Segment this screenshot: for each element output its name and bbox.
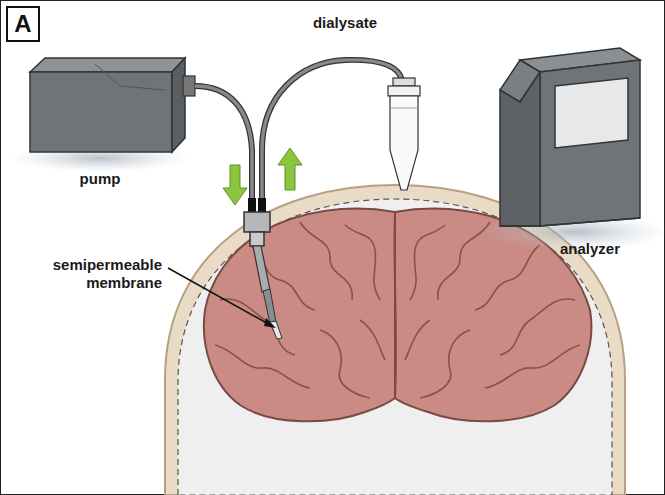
- panel-letter: A: [14, 10, 31, 38]
- part-label: pump: [70, 170, 130, 188]
- part-label: semipermeable membrane: [22, 256, 162, 292]
- part-label: analyzer: [545, 240, 635, 258]
- part-label: dialysate: [300, 14, 390, 32]
- probe: [244, 212, 282, 339]
- pump: [10, 58, 195, 172]
- analyzer: [480, 48, 665, 250]
- collection-tube: [388, 78, 420, 190]
- panel-label-box: A: [6, 6, 40, 42]
